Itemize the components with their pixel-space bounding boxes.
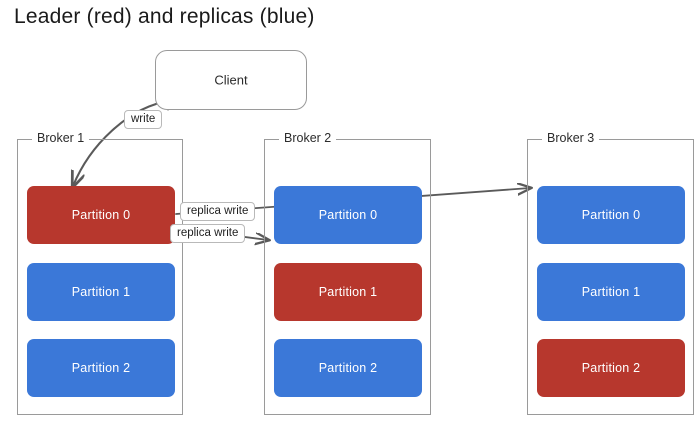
broker-1-partition-1[interactable]: Partition 1 bbox=[27, 263, 175, 321]
edge-label-write: write bbox=[124, 110, 163, 130]
broker-2-title: Broker 2 bbox=[279, 131, 337, 145]
broker-1-partition-0[interactable]: Partition 0 bbox=[27, 186, 175, 244]
broker-group-2[interactable]: Broker 2 Partition 0 Partition 1 Partiti… bbox=[264, 131, 431, 415]
broker-3-title: Broker 3 bbox=[542, 131, 600, 145]
broker-1-title: Broker 1 bbox=[32, 131, 90, 145]
partition-label: Partition 1 bbox=[318, 285, 378, 299]
broker-1-partition-2[interactable]: Partition 2 bbox=[27, 339, 175, 397]
broker-group-1[interactable]: Broker 1 Partition 0 Partition 1 Partiti… bbox=[17, 131, 183, 415]
broker-2-partition-0[interactable]: Partition 0 bbox=[274, 186, 422, 244]
broker-3-partition-2[interactable]: Partition 2 bbox=[537, 339, 685, 397]
partition-label: Partition 0 bbox=[581, 208, 641, 222]
partition-label: Partition 2 bbox=[581, 361, 641, 375]
partition-label: Partition 0 bbox=[318, 208, 378, 222]
client-label: Client bbox=[214, 72, 248, 88]
partition-label: Partition 2 bbox=[318, 361, 378, 375]
broker-3-partition-0[interactable]: Partition 0 bbox=[537, 186, 685, 244]
broker-3-partition-1[interactable]: Partition 1 bbox=[537, 263, 685, 321]
partition-label: Partition 2 bbox=[71, 361, 131, 375]
page-title: Leader (red) and replicas (blue) bbox=[14, 5, 315, 28]
edge-label-replica-write-2: replica write bbox=[170, 224, 246, 244]
broker-group-3[interactable]: Broker 3 Partition 0 Partition 1 Partiti… bbox=[527, 131, 694, 415]
partition-label: Partition 1 bbox=[71, 285, 131, 299]
broker-2-partition-2[interactable]: Partition 2 bbox=[274, 339, 422, 397]
partition-label: Partition 0 bbox=[71, 208, 131, 222]
client-node[interactable]: Client bbox=[155, 50, 307, 110]
partition-label: Partition 1 bbox=[581, 285, 641, 299]
broker-2-partition-1[interactable]: Partition 1 bbox=[274, 263, 422, 321]
edge-label-replica-write-1: replica write bbox=[180, 202, 256, 222]
